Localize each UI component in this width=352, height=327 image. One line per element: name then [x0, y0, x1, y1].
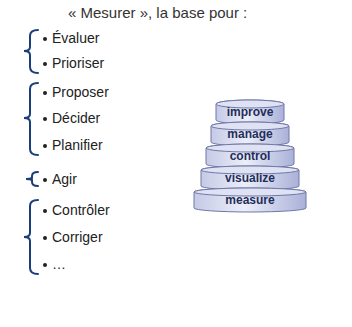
bullet-item: …: [52, 255, 66, 273]
bullet-item: Prioriser: [52, 54, 104, 72]
curly-bracket: [24, 83, 38, 155]
bullet-dot: [43, 62, 47, 66]
heading: « Mesurer », la base pour :: [68, 4, 247, 22]
bullet-item: Décider: [52, 109, 100, 127]
bullet-dot: [43, 236, 47, 240]
curly-bracket: [24, 200, 38, 274]
stack-disc: measure: [194, 188, 306, 212]
bullet-dot: [43, 263, 47, 267]
disc-body: [211, 122, 289, 146]
curly-bracket: [24, 30, 38, 73]
bullet-item: Agir: [52, 170, 77, 188]
disc-label: visualize: [201, 171, 299, 185]
bullet-dot: [43, 144, 47, 148]
curly-brackets: [24, 30, 38, 274]
bullet-dot: [43, 178, 47, 182]
bullet-dots: [43, 37, 47, 267]
bullet-dot: [43, 91, 47, 95]
stack-disc: visualize: [201, 166, 299, 190]
bullet-item: Corriger: [52, 228, 103, 246]
stack-disc: control: [206, 144, 294, 168]
disc-body: [216, 100, 284, 124]
bullet-item: Planifier: [52, 136, 103, 154]
curly-bracket: [26, 172, 38, 186]
disc-label: control: [206, 149, 294, 163]
bullet-item: Proposer: [52, 83, 109, 101]
stack-disc: improve: [216, 100, 284, 124]
stack-disc: manage: [211, 122, 289, 146]
disc-body: [201, 166, 299, 190]
disc-label: improve: [216, 105, 284, 119]
bullet-item: Contrôler: [52, 201, 110, 219]
bullet-dot: [43, 209, 47, 213]
disc-label: measure: [194, 193, 306, 207]
disc-label: manage: [211, 127, 289, 141]
bullet-dot: [43, 117, 47, 121]
bullet-item: Évaluer: [52, 29, 99, 47]
disc-body: [194, 188, 306, 212]
disc-body: [206, 144, 294, 168]
bullet-dot: [43, 37, 47, 41]
